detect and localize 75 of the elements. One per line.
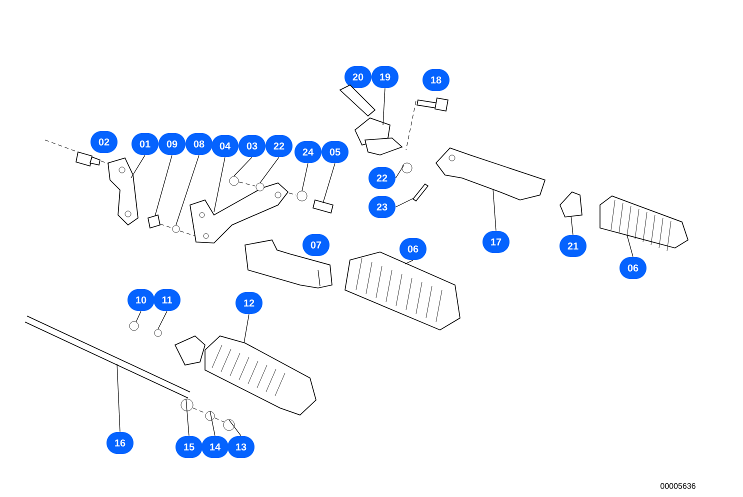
callout-number: 02 [90, 131, 118, 153]
assembly-line [100, 160, 110, 164]
callout-number: 13 [228, 436, 254, 458]
leader-line [158, 310, 168, 330]
callout-number: 09 [158, 133, 186, 155]
leader-line [186, 398, 190, 436]
assembly-line [180, 230, 196, 236]
leader-line [492, 188, 496, 232]
callout-number: 03 [238, 135, 266, 157]
callout-number: 01 [132, 133, 158, 155]
washer-drawing [296, 190, 308, 202]
washer-drawing [205, 411, 215, 421]
bracket-drawing [108, 158, 138, 226]
callout-number: 20 [344, 66, 372, 88]
leader-line [404, 260, 414, 264]
leader-line [626, 234, 634, 258]
washer-drawing [172, 225, 180, 233]
callout-number: 07 [302, 234, 330, 256]
washer-drawing [180, 398, 194, 412]
leader-line [176, 154, 200, 226]
leader-line [116, 364, 120, 432]
bolt-drawing [416, 98, 448, 112]
assembly-line [160, 224, 172, 228]
drawing-number: 00005636 [660, 483, 696, 489]
leader-line [210, 410, 216, 436]
bolt-drawing [148, 214, 160, 228]
assembly-line [44, 140, 76, 152]
nut-drawing [223, 419, 235, 431]
callout-number: 10 [128, 288, 154, 311]
footpeg-drawing [244, 240, 332, 288]
callout-number: 06 [620, 257, 646, 279]
leader-line [154, 154, 172, 216]
washer-drawing [256, 182, 264, 192]
leader-line [382, 88, 386, 126]
bracket-drawing [190, 182, 289, 244]
leader-line [234, 156, 252, 176]
leader-line [260, 156, 280, 184]
callout-number: 18 [422, 69, 450, 91]
callout-number: 14 [202, 436, 228, 458]
leader-line [395, 198, 414, 208]
callout-number: 22 [266, 135, 292, 157]
assembly-line [238, 182, 256, 186]
callout-number: 23 [368, 196, 396, 218]
callout-number: 08 [186, 133, 212, 155]
callout-number: 21 [560, 235, 586, 257]
leader-line [395, 164, 404, 178]
leader-line [570, 216, 574, 236]
callout-number: 16 [106, 432, 134, 454]
callout-number: 11 [154, 288, 180, 311]
washer-drawing [402, 162, 412, 174]
callout-number: 05 [322, 141, 348, 163]
leader-line [244, 314, 250, 344]
leader-line [136, 310, 142, 322]
nut-drawing [229, 176, 239, 186]
leader-line [228, 420, 242, 436]
callout-number: 24 [294, 141, 322, 163]
leader-line [130, 154, 146, 178]
callout-number: 04 [212, 135, 238, 157]
leader-line [302, 162, 308, 192]
footpeg-rubber-drawing [600, 196, 688, 252]
hinge-drawing [354, 118, 403, 156]
threaded-rod-drawing [24, 316, 190, 398]
assembly-line [192, 408, 206, 414]
plate-drawing [560, 192, 582, 218]
assembly-line [406, 100, 416, 150]
assembly-line [214, 418, 224, 422]
callout-number: 17 [482, 230, 510, 253]
callout-number: 06 [400, 238, 426, 260]
callout-number: 19 [372, 66, 398, 88]
bolt-drawing [312, 200, 334, 214]
callout-number: 12 [236, 292, 262, 314]
footpeg-rubber-drawing [344, 252, 460, 330]
callout-number: 22 [368, 166, 396, 189]
callout-number: 15 [176, 436, 202, 458]
leader-line [322, 162, 336, 204]
